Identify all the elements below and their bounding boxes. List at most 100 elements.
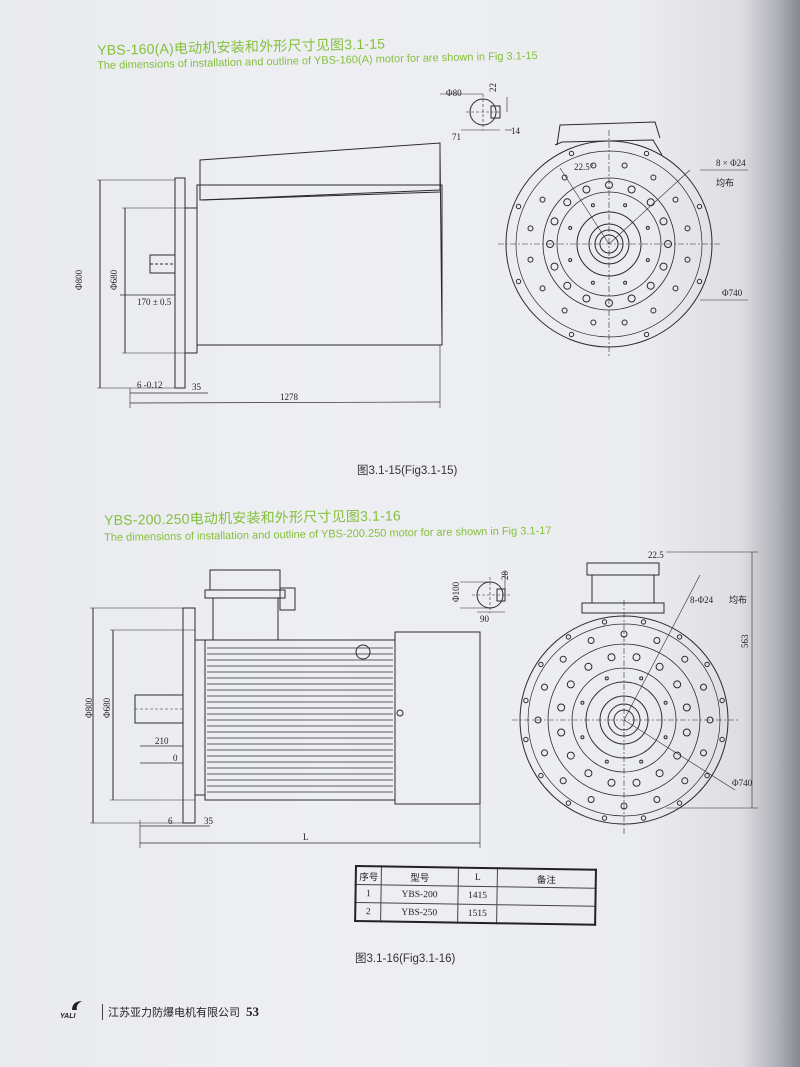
bolt-hole <box>664 240 672 248</box>
bolt-hole <box>621 319 628 326</box>
bolt-hole <box>605 181 613 189</box>
dim-spigot-offset-2: 6 <box>168 816 173 826</box>
motor-end-view-1 <box>498 121 748 356</box>
bolt-hole <box>719 736 725 743</box>
bolt-hole <box>568 150 575 157</box>
dim-shaft-diameter-2: Φ100 <box>451 581 461 602</box>
bolt-hole <box>627 185 636 194</box>
bolt-hole <box>659 217 668 226</box>
dim-shaft-length-2: 210 <box>155 736 169 746</box>
bolt-hole <box>632 653 641 662</box>
bolt-hole <box>580 735 585 740</box>
bolt-hole <box>601 619 608 625</box>
bolt-hole <box>561 174 568 181</box>
bolt-hole <box>541 749 548 757</box>
motor-side-view-2 <box>90 569 481 848</box>
footer-divider <box>102 1004 103 1020</box>
bolt-hole <box>684 225 691 232</box>
bolt-hole <box>682 728 691 737</box>
bolt-hole <box>587 637 595 644</box>
shaft-end-detail-1 <box>440 93 512 131</box>
figure-1-caption: 图3.1-15(Fig3.1-15) <box>357 465 458 477</box>
bolt-hole <box>696 203 703 210</box>
bolt-hole <box>653 796 661 803</box>
bolt-hole <box>584 769 593 778</box>
bolt-hole <box>605 299 613 307</box>
bolt-hole <box>681 655 689 663</box>
figure-2-caption: 图3.1-16(Fig3.1-16) <box>355 953 456 965</box>
dim-shaft-length-1: 170 ± 0.5 <box>137 297 172 307</box>
dim-spigot-depth-2: 0 <box>173 753 178 763</box>
bolt-hole <box>659 262 668 271</box>
bolt-hole <box>640 815 647 821</box>
dim-pcd-2: Φ740 <box>732 778 753 788</box>
bolt-hole <box>590 280 595 285</box>
page-footer: YALI 江苏亚力防爆电机有限公司 53 <box>58 1000 259 1024</box>
bolt-hole <box>632 778 641 787</box>
bolt-hole <box>559 777 567 785</box>
bolt-hole <box>650 307 657 314</box>
bolt-hole <box>539 285 546 292</box>
bolt-hole <box>704 661 710 668</box>
bolt-hole <box>623 203 628 208</box>
bolt-hole <box>546 240 554 248</box>
bolt-hole <box>607 653 616 662</box>
dim-pcd-1: Φ740 <box>722 288 743 298</box>
bolt-hole <box>655 769 664 778</box>
logo-icon <box>72 1001 82 1010</box>
motor-side-view-1 <box>97 142 443 408</box>
bolt-hole <box>590 319 597 326</box>
bolt-hole <box>563 281 572 290</box>
bolt-hole <box>559 655 567 663</box>
bolt-hole <box>696 278 703 285</box>
bolt-hole <box>643 150 650 157</box>
dim-flange-thickness-2: 35 <box>204 816 214 826</box>
bolt-hole <box>700 683 707 691</box>
bolt-hole <box>568 258 573 263</box>
col-header-index: 序号 <box>355 866 382 885</box>
dim-flange-diameter-2: Φ800 <box>84 697 94 718</box>
bolt-hole <box>590 162 597 169</box>
dim-key-height-2: 28 <box>500 571 510 581</box>
bolt-hole <box>601 815 608 821</box>
bolt-hole <box>639 759 644 764</box>
bolt-hole <box>655 662 664 671</box>
bolt-hole <box>607 778 616 787</box>
bolt-hole <box>650 174 657 181</box>
dim-spigot-diameter-1: Φ680 <box>109 269 119 290</box>
dim-spigot-depth-1: 6 -0.12 <box>137 380 163 390</box>
bolt-hole <box>527 225 534 232</box>
bolt-hole <box>534 716 542 724</box>
dim-flange-diameter-1: Φ800 <box>74 269 84 290</box>
bolt-hole <box>621 162 628 169</box>
bolt-hole <box>620 630 628 638</box>
dim-shaft-diameter-1: Φ80 <box>446 88 462 98</box>
page-number: 53 <box>246 1004 259 1019</box>
bolt-hole <box>646 198 655 207</box>
bolt-hole <box>663 735 668 740</box>
bolt-hole <box>681 777 689 785</box>
bolt-hole <box>646 281 655 290</box>
bolt-hole <box>643 331 650 338</box>
shaft-end-detail-2 <box>460 570 510 613</box>
bolt-hole <box>550 217 559 226</box>
bolt-hole <box>672 285 679 292</box>
bolt-hole <box>568 225 573 230</box>
dim-overall-length-2: L <box>303 832 309 842</box>
dim-bolt-angle-2: 22.5 <box>648 550 664 560</box>
bolt-hole <box>706 716 714 724</box>
bolt-hole <box>673 680 682 689</box>
bolt-hole <box>565 800 572 806</box>
model-dimension-table: 序号 型号 L 备注 1 YBS-200 1415 2 YBS-250 1515 <box>354 865 597 926</box>
bolt-hole <box>663 700 668 705</box>
bolt-hole <box>538 661 544 668</box>
bolt-hole <box>620 802 628 810</box>
dim-key-height-1: 22 <box>488 83 498 92</box>
bolt-hole <box>645 225 650 230</box>
bolt-hole <box>604 676 609 681</box>
dim-key-width-1: 14 <box>511 126 521 136</box>
bolt-hole <box>580 700 585 705</box>
bolt-hole <box>515 203 522 210</box>
bolt-hole <box>563 198 572 207</box>
